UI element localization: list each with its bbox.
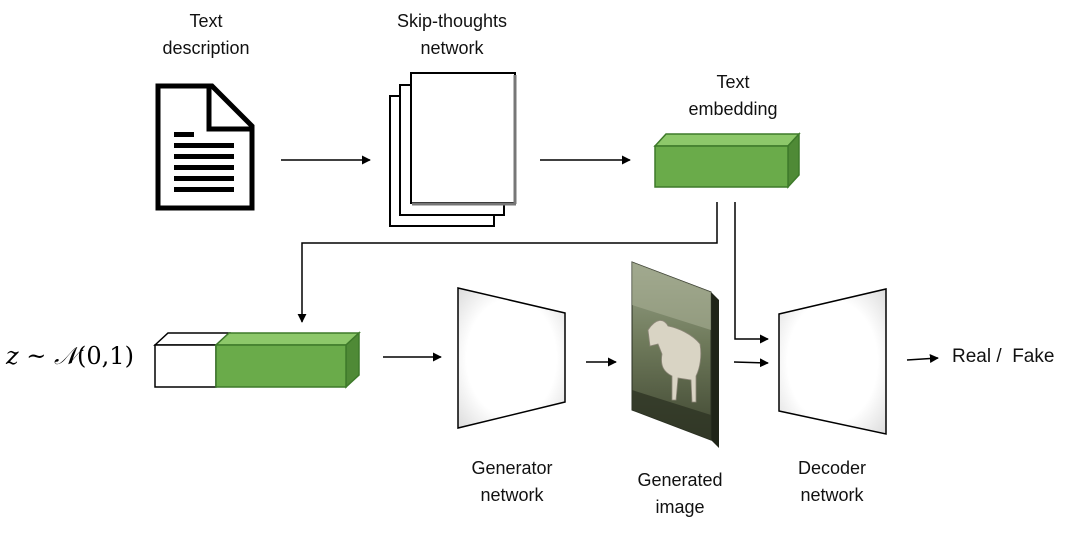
horse-painting-image xyxy=(631,261,719,448)
label-generated-image: Generated image xyxy=(637,470,723,517)
stacked-pages-icon xyxy=(389,72,517,227)
noise-relation: ~ xyxy=(18,342,55,370)
arrow-embedding-to-concat xyxy=(297,202,718,323)
label-skip-thoughts-network: Skip-thoughts network xyxy=(396,11,508,58)
noise-variable: z xyxy=(6,342,19,370)
label-text-description: Text description xyxy=(162,11,250,58)
normal-distribution-symbol: 𝒩 xyxy=(54,342,78,370)
flow-arrows xyxy=(281,155,939,368)
concatenated-embedding-block xyxy=(214,331,361,389)
label-decoder-network: Decoder network xyxy=(797,458,867,505)
label-text-embedding: Text embedding xyxy=(688,72,778,119)
arrow-embedding-to-decoder xyxy=(734,202,769,344)
arrow-decoder-to-output xyxy=(906,354,939,364)
text-embedding-block xyxy=(653,132,801,189)
noise-vector-block xyxy=(153,332,231,388)
document-icon xyxy=(155,83,255,211)
output-real-fake: Real / Fake xyxy=(952,346,1055,367)
generator-network-shape xyxy=(457,287,566,429)
label-generator-network: Generator network xyxy=(471,458,553,505)
noise-distribution-formula: z ~ 𝒩(0,1) xyxy=(6,342,134,370)
arrow-image-to-decoder xyxy=(733,358,769,368)
distribution-params: (0,1) xyxy=(77,342,134,370)
decoder-network-shape xyxy=(778,288,887,435)
